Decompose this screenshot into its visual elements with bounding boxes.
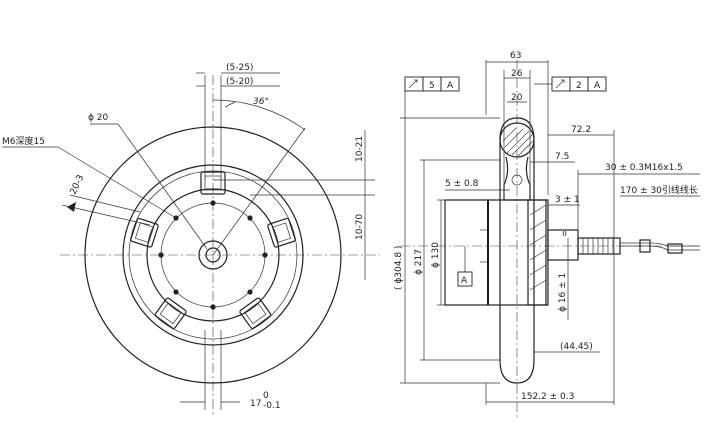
dim-thread: 30 ± 0.3M16x1.5: [605, 163, 683, 173]
rim-outer-circle: [122, 164, 304, 346]
rim-slots: [130, 171, 296, 330]
side-view: ıı 63 26 20 72.2 7.5 30 ± 0.3M16x1.5: [394, 51, 700, 420]
bolt-hole: [247, 215, 253, 221]
front-view: (5-25) (5-20) 36° 10-21 10-70 ϕ 20 M6深度1…: [2, 63, 380, 415]
dim-lead: 170 ± 30引线线长: [620, 184, 698, 196]
dim-63: 63: [510, 51, 521, 61]
dim-d304: ( ϕ304.8 ): [394, 246, 404, 290]
datum-a-label: A: [461, 276, 468, 286]
bottom-tol-lower: -0.1: [263, 401, 281, 411]
tire-top-section: [499, 122, 535, 158]
bottom-tol-upper: 0: [263, 391, 269, 401]
gap-label: 20-3: [69, 174, 87, 197]
runout-right-value: 2: [576, 81, 582, 91]
pcd-label: ϕ 20: [88, 113, 109, 123]
tire-hatching: [502, 127, 534, 157]
angle-ray: [212, 127, 306, 256]
center-hole: [205, 247, 221, 263]
tire-outer-circle: [84, 126, 342, 384]
angle-label: 36°: [253, 97, 269, 107]
hub-flange: [444, 199, 489, 306]
leader-line: [117, 123, 208, 250]
shaft-label: ıı: [562, 229, 567, 239]
center-hub: [198, 240, 228, 270]
lead-wire: [620, 245, 700, 251]
datum-a-box: [457, 271, 473, 287]
dim-top1-text: (5-25): [226, 63, 253, 73]
thread-label: M6深度15: [2, 135, 45, 147]
runout-left-value: 5: [429, 81, 435, 91]
dim-4445: (44.45): [560, 342, 593, 352]
dim-152: 152.2 ± 0.3: [521, 392, 574, 402]
dim-d217: ϕ 217: [414, 249, 424, 275]
bolt-hole: [173, 289, 179, 295]
right-dim2-text: 10-70: [355, 214, 365, 240]
dim-3: 3 ± 1: [555, 195, 580, 205]
dim-20: 20: [511, 93, 523, 103]
dim-top2-text: (5-20): [226, 77, 253, 87]
runout-left-datum: A: [447, 81, 454, 91]
tire-section: [499, 117, 535, 384]
rim-inner-circle: [128, 170, 298, 340]
bolt-hole: [210, 200, 216, 206]
bottom-dim-text: 17: [250, 399, 261, 409]
bolt-holes: [158, 200, 268, 310]
dim-d130: ϕ 130: [431, 242, 441, 268]
wire-connector: [639, 239, 651, 253]
bolt-hole: [158, 252, 164, 258]
dim-26: 26: [511, 69, 523, 79]
hub-circle: [146, 188, 280, 322]
dim-72: 72.2: [571, 125, 591, 135]
dim-d16: ϕ 16 ± 1: [558, 273, 568, 312]
leader-line: [57, 146, 177, 219]
bolt-hole: [262, 252, 268, 258]
runout-right-datum: A: [594, 81, 601, 91]
dim-75: 7.5: [555, 152, 569, 162]
bolt-hole: [210, 304, 216, 310]
angle-arc: [212, 99, 306, 131]
dim-5: 5 ± 0.8: [445, 179, 479, 189]
dim-line: [61, 204, 151, 226]
runout-frame-right: 2 A: [534, 76, 607, 92]
right-dim1-text: 10-21: [355, 136, 365, 162]
runout-frame-left: 5 A: [404, 76, 460, 118]
wire-terminal: [667, 243, 683, 254]
bolt-hole: [247, 289, 253, 295]
